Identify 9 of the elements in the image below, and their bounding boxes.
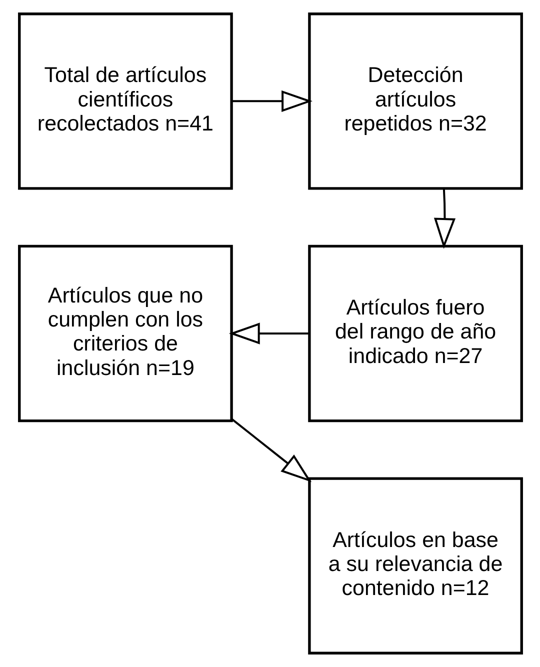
node-box: Artículos en base a su relevancia de contenido n=12 (308, 477, 522, 654)
arrow (230, 418, 312, 482)
arrow (231, 90, 312, 112)
node-box: Detección artículos repetidos n=32 (308, 12, 522, 190)
arrow (433, 188, 456, 249)
node-box: Artículos que no cumplen con los criterios de inclusión n=19 (18, 244, 232, 422)
node-box: Artículos fuero del rango de año indicado n=27 (308, 244, 522, 422)
arrow (228, 322, 309, 344)
node-box: Total de artículos científicos recolectados n=41 (18, 12, 232, 190)
